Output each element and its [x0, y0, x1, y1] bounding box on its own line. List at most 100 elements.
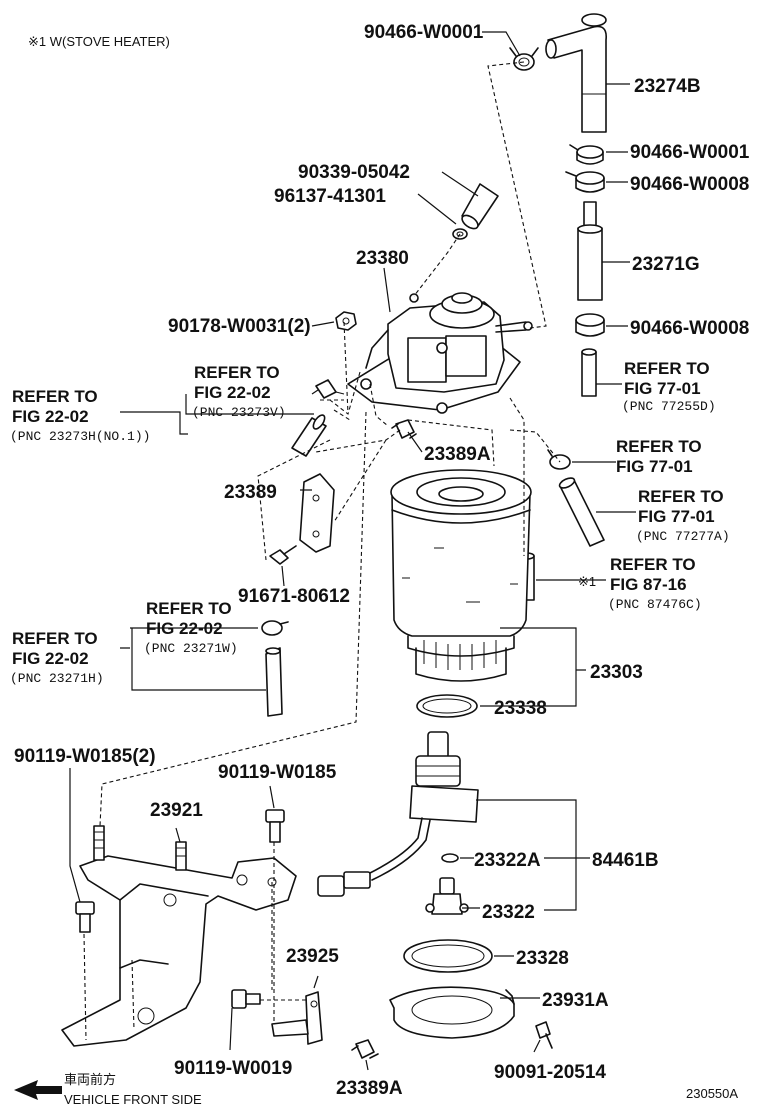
- label-90119-w0185-2: 90119-W0185(2): [14, 746, 156, 767]
- refer-to-87476c[interactable]: REFER TO FIG 87-16 (PNC 87476C) ※1: [578, 555, 702, 612]
- svg-text:※1: ※1: [578, 574, 596, 589]
- label-96137-41301: 96137-41301: [274, 186, 386, 207]
- bolt-90119-w0185-b[interactable]: [265, 809, 285, 843]
- hose-ref-23271h[interactable]: [265, 647, 283, 717]
- clamp-90466-w0001[interactable]: [569, 144, 604, 165]
- label-91671-80612: 91671-80612: [238, 586, 350, 607]
- holder-23931a[interactable]: [389, 986, 515, 1039]
- label-90466-w0008-a: 90466-W0008: [630, 174, 749, 195]
- clamp-90466-w0001-top[interactable]: [509, 47, 539, 71]
- label-23274b: 23274B: [634, 76, 701, 97]
- label-23380: 23380: [356, 248, 409, 269]
- refer-to-23271w[interactable]: REFER TO FIG 22-02 (PNC 23271W): [144, 599, 238, 656]
- bracket-23389[interactable]: [299, 473, 335, 553]
- label-90466-w0001-top: 90466-W0001: [364, 22, 484, 43]
- vehicle-front-arrow: [14, 1080, 62, 1100]
- svg-text:REFER TO: REFER TO: [12, 629, 98, 648]
- bolt-90119-w0019[interactable]: [231, 989, 261, 1009]
- bolt-90119-w0185-a[interactable]: [75, 901, 95, 933]
- refer-to-77277a[interactable]: REFER TO FIG 77-01 (PNC 77277A): [636, 487, 730, 544]
- svg-text:(PNC 23273H(NO.1)): (PNC 23273H(NO.1)): [10, 429, 150, 444]
- svg-text:REFER TO: REFER TO: [638, 487, 724, 506]
- svg-text:FIG 87-16: FIG 87-16: [610, 575, 687, 594]
- hose-ref-23273h[interactable]: [291, 413, 327, 457]
- svg-text:FIG 22-02: FIG 22-02: [194, 383, 271, 402]
- label-90466-w0001: 90466-W0001: [630, 142, 750, 163]
- leader-lines: [69, 31, 636, 1071]
- water-sensor-84461b[interactable]: [317, 731, 479, 897]
- label-23389: 23389: [224, 482, 277, 503]
- svg-text:FIG 22-02: FIG 22-02: [146, 619, 223, 638]
- svg-text:REFER TO: REFER TO: [610, 555, 696, 574]
- refer-to-23273h[interactable]: REFER TO FIG 22-02 (PNC 23273H(NO.1)): [10, 387, 150, 444]
- svg-text:REFER TO: REFER TO: [12, 387, 98, 406]
- bracket-23921[interactable]: [61, 825, 297, 1047]
- label-23389a-top: 23389A: [424, 444, 491, 465]
- filter-head-23380[interactable]: [347, 292, 533, 414]
- label-90091-20514: 90091-20514: [494, 1062, 606, 1083]
- svg-text:FIG 22-02: FIG 22-02: [12, 649, 89, 668]
- hose-23274b[interactable]: [545, 13, 607, 133]
- label-23389a-bottom: 23389A: [336, 1078, 403, 1099]
- label-23322a: 23322A: [474, 850, 541, 871]
- svg-text:REFER TO: REFER TO: [146, 599, 232, 618]
- svg-text:FIG 77-01: FIG 77-01: [624, 379, 701, 398]
- bracket-23925[interactable]: [271, 991, 323, 1045]
- label-23303: 23303: [590, 662, 643, 683]
- label-23925: 23925: [286, 946, 339, 967]
- clip-23389a-top[interactable]: [391, 419, 417, 439]
- bolt-91671-80612[interactable]: [269, 545, 297, 565]
- svg-text:(PNC 23273V): (PNC 23273V): [192, 405, 286, 420]
- label-23322: 23322: [482, 902, 535, 923]
- svg-text:(PNC 23271W): (PNC 23271W): [144, 641, 238, 656]
- clamp-90466-w0008-b[interactable]: [575, 313, 605, 337]
- clamp-ref-77-01[interactable]: [547, 449, 571, 470]
- svg-text:(PNC 77277A): (PNC 77277A): [636, 529, 730, 544]
- ring-23328[interactable]: [403, 939, 493, 973]
- label-23271g: 23271G: [632, 254, 700, 275]
- refer-to-23271h[interactable]: REFER TO FIG 22-02 (PNC 23271H): [10, 629, 104, 686]
- label-23328: 23328: [516, 948, 569, 969]
- label-90178-w0031: 90178-W0031(2): [168, 316, 311, 337]
- label-23338: 23338: [494, 698, 547, 719]
- svg-text:FIG 77-01: FIG 77-01: [616, 457, 693, 476]
- hose-23271g[interactable]: [577, 201, 603, 301]
- header-note: ※1 W(STOVE HEATER): [28, 34, 170, 49]
- illustration-id: 230550A: [686, 1086, 738, 1101]
- dash-lines: [83, 61, 561, 1041]
- clamp-ref-23271w[interactable]: [261, 620, 289, 636]
- o-ring-23338[interactable]: [416, 694, 478, 718]
- label-84461b: 84461B: [592, 850, 659, 871]
- refer-to-77255d[interactable]: REFER TO FIG 77-01 (PNC 77255D): [622, 359, 716, 414]
- label-90466-w0008-b: 90466-W0008: [630, 318, 749, 339]
- label-90119-w0019: 90119-W0019: [174, 1058, 292, 1079]
- bolt-90091-20514[interactable]: [535, 1021, 553, 1049]
- label-90339-05042: 90339-05042: [298, 162, 410, 183]
- clamp-90466-w0008-a[interactable]: [565, 171, 605, 193]
- drain-plug-23322[interactable]: [425, 877, 469, 915]
- vehicle-front-jp: 車両前方: [64, 1072, 116, 1087]
- refer-to-23273v[interactable]: REFER TO FIG 22-02 (PNC 23273V): [192, 363, 286, 420]
- svg-text:REFER TO: REFER TO: [194, 363, 280, 382]
- fuel-filter-23303[interactable]: [390, 469, 532, 682]
- connector-ref-23273v[interactable]: [315, 379, 345, 399]
- svg-text:(PNC 23271H): (PNC 23271H): [10, 671, 104, 686]
- refer-to-77-01[interactable]: REFER TO FIG 77-01: [616, 437, 702, 476]
- o-ring-23322a[interactable]: [441, 853, 459, 863]
- label-23921: 23921: [150, 800, 203, 821]
- plug-90339-05042[interactable]: [460, 183, 499, 231]
- svg-text:FIG 22-02: FIG 22-02: [12, 407, 89, 426]
- svg-text:REFER TO: REFER TO: [616, 437, 702, 456]
- svg-text:(PNC 87476C): (PNC 87476C): [608, 597, 702, 612]
- label-90119-w0185: 90119-W0185: [218, 762, 337, 783]
- svg-text:FIG 77-01: FIG 77-01: [638, 507, 715, 526]
- svg-text:(PNC 77255D): (PNC 77255D): [622, 399, 716, 414]
- hose-ref-77255d[interactable]: [581, 348, 597, 397]
- hose-ref-77277a[interactable]: [558, 476, 605, 547]
- vehicle-front-en: VEHICLE FRONT SIDE: [64, 1092, 202, 1107]
- nut-90178-w0031[interactable]: [335, 311, 357, 331]
- svg-text:REFER TO: REFER TO: [624, 359, 710, 378]
- label-23931a: 23931A: [542, 990, 609, 1011]
- clip-23389a-bottom[interactable]: [351, 1039, 379, 1059]
